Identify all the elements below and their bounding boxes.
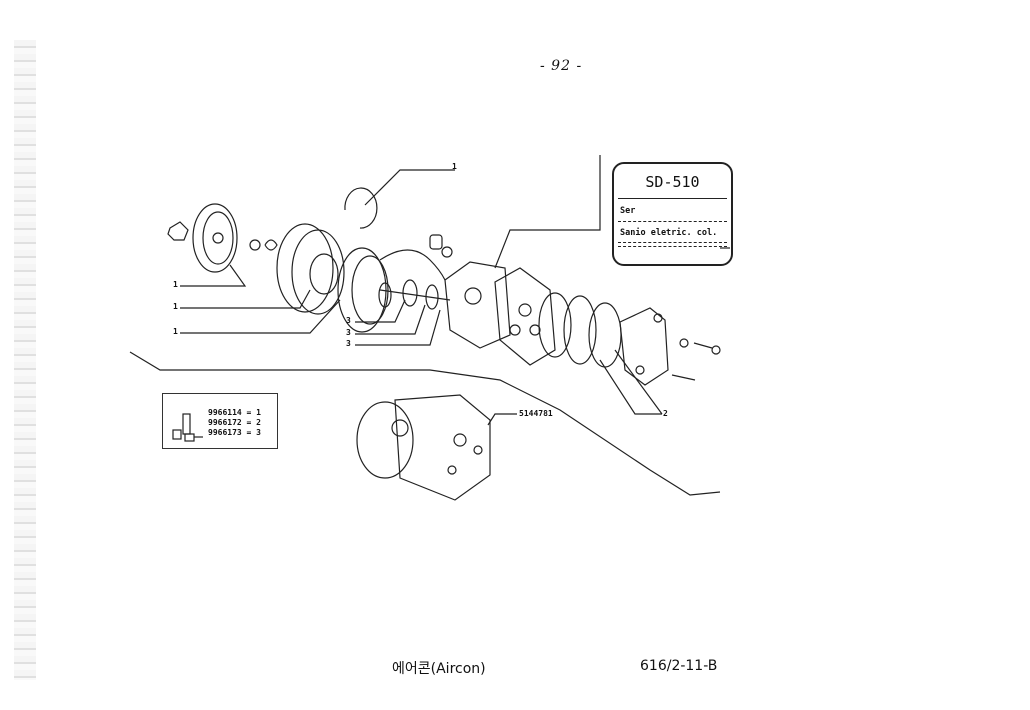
field-coil	[337, 247, 387, 333]
snap-ring	[344, 187, 378, 229]
scan-edge	[14, 40, 36, 680]
callout-1: 1	[173, 280, 178, 289]
assembled-pulley	[356, 401, 414, 479]
model-title: SD-510	[645, 173, 700, 191]
footer-title: 에어콘(Aircon)	[392, 661, 486, 677]
callout-1: 1	[173, 302, 178, 311]
model-row-maker: Sanio eletric. col.	[620, 228, 718, 238]
callout-2: 2	[663, 409, 668, 418]
callout-3: 3	[346, 328, 351, 337]
assembly-leader-line	[129, 351, 721, 496]
model-row-ser: Ser	[620, 206, 636, 216]
callout-1: 1	[173, 327, 178, 336]
seal-kit-icon	[172, 413, 203, 442]
callout-3: 3	[346, 316, 351, 325]
gasket-plate	[538, 292, 572, 358]
clutch-plate	[192, 203, 238, 273]
snapring-leader	[364, 169, 455, 206]
part-number-label: 5144781	[519, 409, 553, 418]
model-box: SD-510 Ser Sanio eletric. col.	[612, 162, 733, 266]
kit-legend: 9966114 = 1 9966172 = 2 9966173 = 3	[162, 393, 278, 449]
pulley	[276, 223, 334, 313]
assembled-compressor	[394, 394, 491, 501]
legend-row: 9966172 = 2	[208, 418, 261, 427]
legend-row: 9966114 = 1	[208, 408, 261, 417]
box-leader-line	[494, 155, 601, 269]
nut-part	[167, 221, 189, 241]
legend-row: 9966173 = 3	[208, 428, 261, 437]
valve-plate	[563, 295, 597, 365]
footer-code: 616/2-11-B	[640, 658, 718, 674]
front-head	[444, 261, 511, 349]
cylinder-block	[494, 267, 556, 366]
rear-head	[619, 307, 669, 386]
callout-snap-ring: 1	[452, 162, 457, 171]
gasket-plate	[588, 302, 622, 368]
page-number: - 92 -	[540, 58, 583, 74]
callout-3: 3	[346, 339, 351, 348]
